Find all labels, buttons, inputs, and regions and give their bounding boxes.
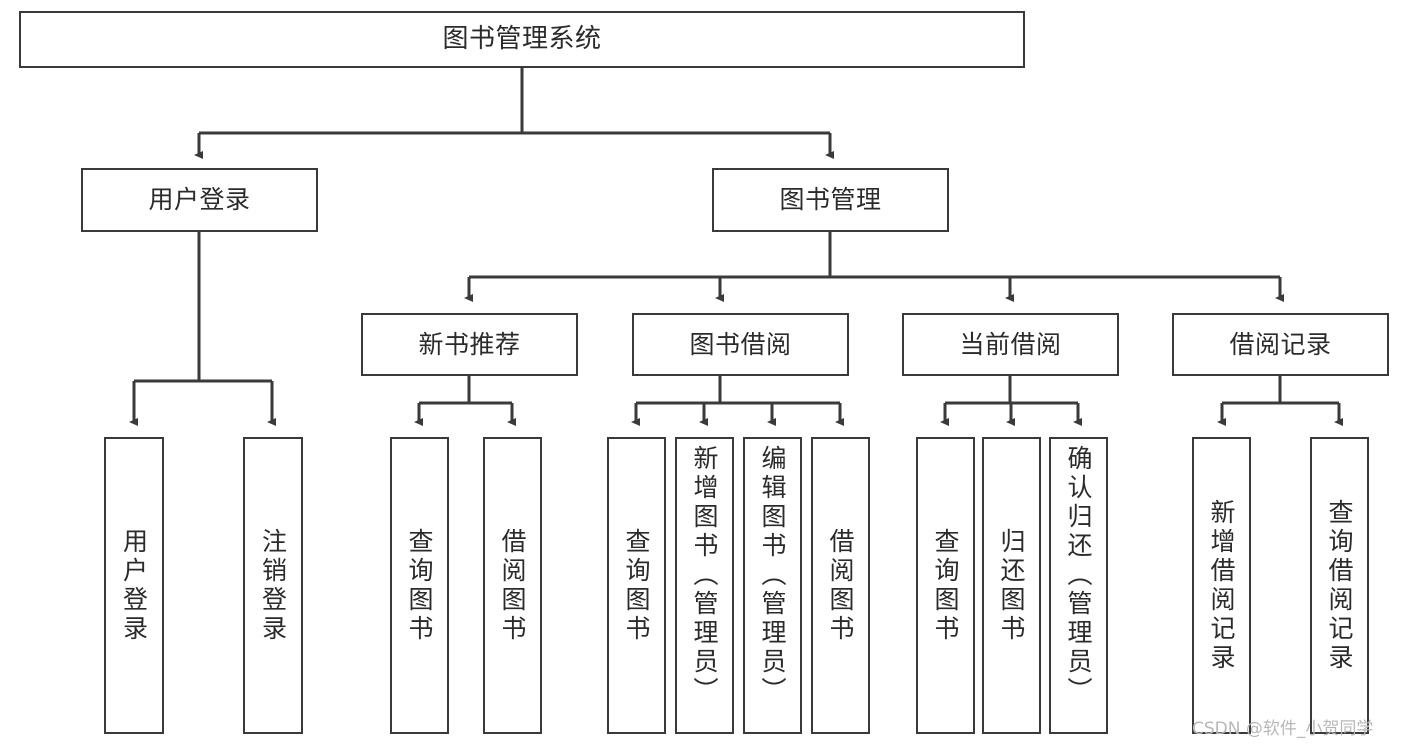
csdn-watermark: CSDN @软件_小贺同学 [1192, 719, 1374, 739]
node-borrow-record[interactable]: 借阅记录 [1172, 313, 1389, 376]
node-leaf-query-book-3[interactable]: 查询图书 [916, 437, 975, 734]
node-leaf-edit-book[interactable]: 编辑图书（管理员） [743, 437, 802, 734]
node-borrow-record-label: 借阅记录 [1229, 329, 1332, 359]
node-leaf-query-book-3-label: 查询图书 [931, 527, 960, 644]
node-leaf-confirm-return-label: 确认归还（管理员） [1064, 445, 1093, 706]
node-book-manage-label: 图书管理 [779, 185, 882, 215]
node-leaf-return-book[interactable]: 归还图书 [982, 437, 1041, 734]
node-current-borrow-label: 当前借阅 [959, 329, 1062, 359]
node-leaf-query-record-label: 查询借阅记录 [1325, 498, 1354, 673]
node-leaf-logout-login-label: 注销登录 [258, 527, 288, 644]
node-user-login-label: 用户登录 [148, 185, 251, 215]
node-book-borrow[interactable]: 图书借阅 [632, 313, 849, 376]
node-leaf-return-book-label: 归还图书 [997, 527, 1026, 644]
node-leaf-confirm-return[interactable]: 确认归还（管理员） [1049, 437, 1108, 734]
node-leaf-query-book-1-label: 查询图书 [405, 527, 434, 644]
node-leaf-add-book[interactable]: 新增图书（管理员） [675, 437, 734, 734]
node-book-borrow-label: 图书借阅 [689, 329, 792, 359]
node-leaf-logout-login[interactable]: 注销登录 [243, 437, 303, 734]
node-leaf-query-book-2[interactable]: 查询图书 [607, 437, 666, 734]
node-leaf-query-record[interactable]: 查询借阅记录 [1310, 437, 1369, 734]
node-leaf-user-login[interactable]: 用户登录 [104, 437, 164, 734]
node-leaf-borrow-book-1[interactable]: 借阅图书 [483, 437, 542, 734]
node-user-login[interactable]: 用户登录 [81, 168, 318, 232]
node-leaf-add-record[interactable]: 新增借阅记录 [1192, 437, 1251, 734]
node-leaf-borrow-book-2[interactable]: 借阅图书 [811, 437, 870, 734]
node-root-label: 图书管理系统 [442, 24, 602, 55]
node-root[interactable]: 图书管理系统 [19, 11, 1025, 68]
node-leaf-add-book-label: 新增图书（管理员） [690, 445, 719, 706]
node-new-book-recommend[interactable]: 新书推荐 [361, 313, 578, 376]
node-leaf-borrow-book-1-label: 借阅图书 [498, 527, 527, 644]
node-new-book-recommend-label: 新书推荐 [418, 329, 521, 359]
node-book-manage[interactable]: 图书管理 [712, 168, 949, 232]
node-leaf-user-login-label: 用户登录 [119, 527, 149, 644]
node-leaf-add-record-label: 新增借阅记录 [1207, 498, 1236, 673]
node-leaf-edit-book-label: 编辑图书（管理员） [758, 445, 787, 706]
node-leaf-query-book-1[interactable]: 查询图书 [390, 437, 449, 734]
node-current-borrow[interactable]: 当前借阅 [902, 313, 1119, 376]
node-leaf-query-book-2-label: 查询图书 [622, 527, 651, 644]
node-leaf-borrow-book-2-label: 借阅图书 [826, 527, 855, 644]
